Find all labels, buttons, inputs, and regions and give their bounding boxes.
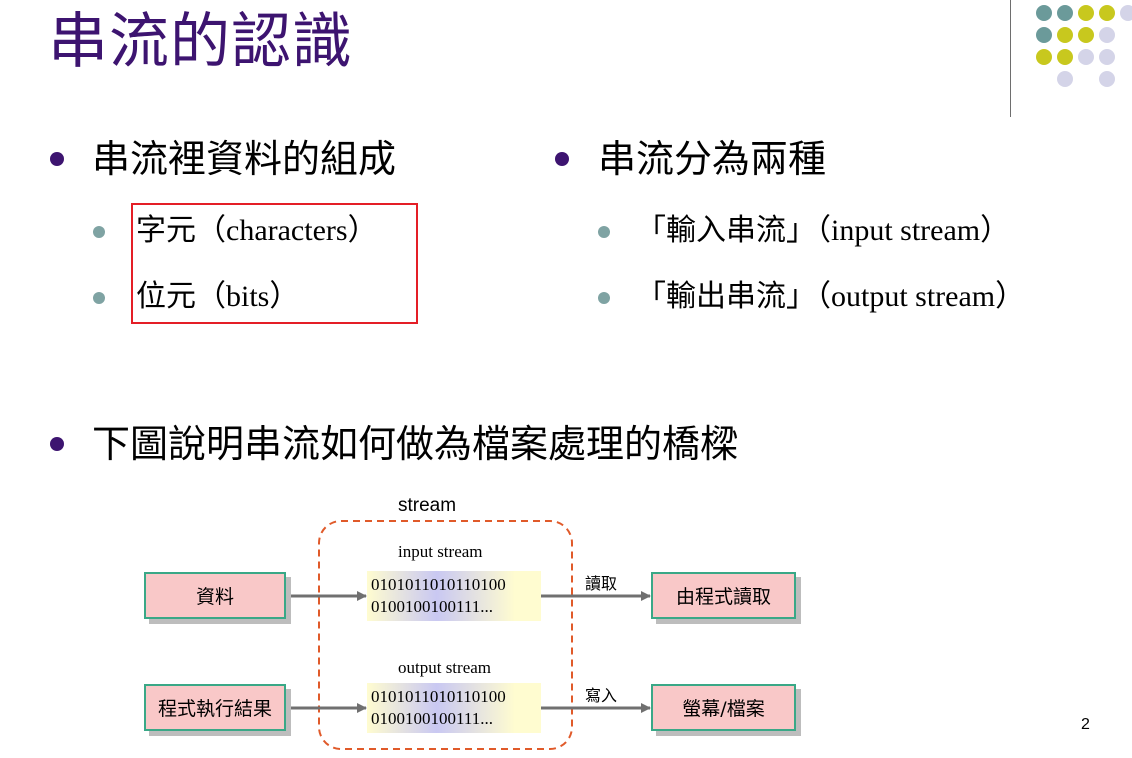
input-stream-label: input stream bbox=[398, 542, 483, 561]
highlight-box bbox=[131, 203, 418, 324]
dot bbox=[1057, 5, 1073, 21]
bullet-icon bbox=[50, 152, 64, 166]
dot bbox=[1099, 5, 1115, 21]
source-box-data: 資料 bbox=[144, 572, 286, 619]
dot bbox=[1099, 49, 1115, 65]
dot bbox=[1057, 49, 1073, 65]
list-item: 位元（bits） bbox=[136, 279, 300, 314]
bits-line: 0101011010110100 bbox=[371, 687, 506, 706]
bottom-heading: 下圖說明串流如何做為檔案處理的橋樑 bbox=[92, 422, 739, 466]
write-label: 寫入 bbox=[585, 686, 618, 705]
bullet-icon bbox=[93, 292, 105, 304]
bullet-icon bbox=[598, 226, 610, 238]
dest-box-screen-file: 螢幕/檔案 bbox=[651, 684, 796, 731]
bullet-icon bbox=[93, 226, 105, 238]
list-item: 「輸出串流」（output stream） bbox=[636, 279, 1026, 314]
dot bbox=[1036, 27, 1052, 43]
page-number: 2 bbox=[1081, 716, 1090, 733]
bits-line: 0101011010110100 bbox=[371, 575, 506, 594]
source-box-program-output: 程式執行結果 bbox=[144, 684, 286, 731]
list-item: 字元（characters） bbox=[136, 213, 378, 248]
bits-line: 0100100100111... bbox=[371, 597, 493, 616]
bullet-icon bbox=[50, 437, 64, 451]
stream-dashed-border bbox=[318, 520, 573, 750]
dot bbox=[1099, 27, 1115, 43]
dot bbox=[1078, 27, 1094, 43]
page-title: 串流的認識 bbox=[48, 7, 353, 77]
bits-block: 0101011010110100 0100100100111... bbox=[367, 571, 541, 621]
bits-block: 0101011010110100 0100100100111... bbox=[367, 683, 541, 733]
dot bbox=[1120, 5, 1132, 21]
dot bbox=[1036, 5, 1052, 21]
bullet-icon bbox=[555, 152, 569, 166]
decorative-divider bbox=[1010, 0, 1011, 117]
output-stream-label: output stream bbox=[398, 658, 492, 677]
left-heading: 串流裡資料的組成 bbox=[92, 137, 397, 181]
list-item: 「輸入串流」（input stream） bbox=[636, 213, 1011, 248]
dot bbox=[1057, 71, 1073, 87]
bits-line: 0100100100111... bbox=[371, 709, 493, 728]
dot bbox=[1036, 49, 1052, 65]
right-heading: 串流分為兩種 bbox=[598, 137, 827, 181]
dot bbox=[1078, 5, 1094, 21]
read-label: 讀取 bbox=[585, 574, 618, 593]
dot bbox=[1099, 71, 1115, 87]
dot bbox=[1057, 27, 1073, 43]
dest-box-program-read: 由程式讀取 bbox=[651, 572, 796, 619]
stream-label: stream bbox=[398, 495, 457, 516]
dot bbox=[1078, 49, 1094, 65]
bullet-icon bbox=[598, 292, 610, 304]
